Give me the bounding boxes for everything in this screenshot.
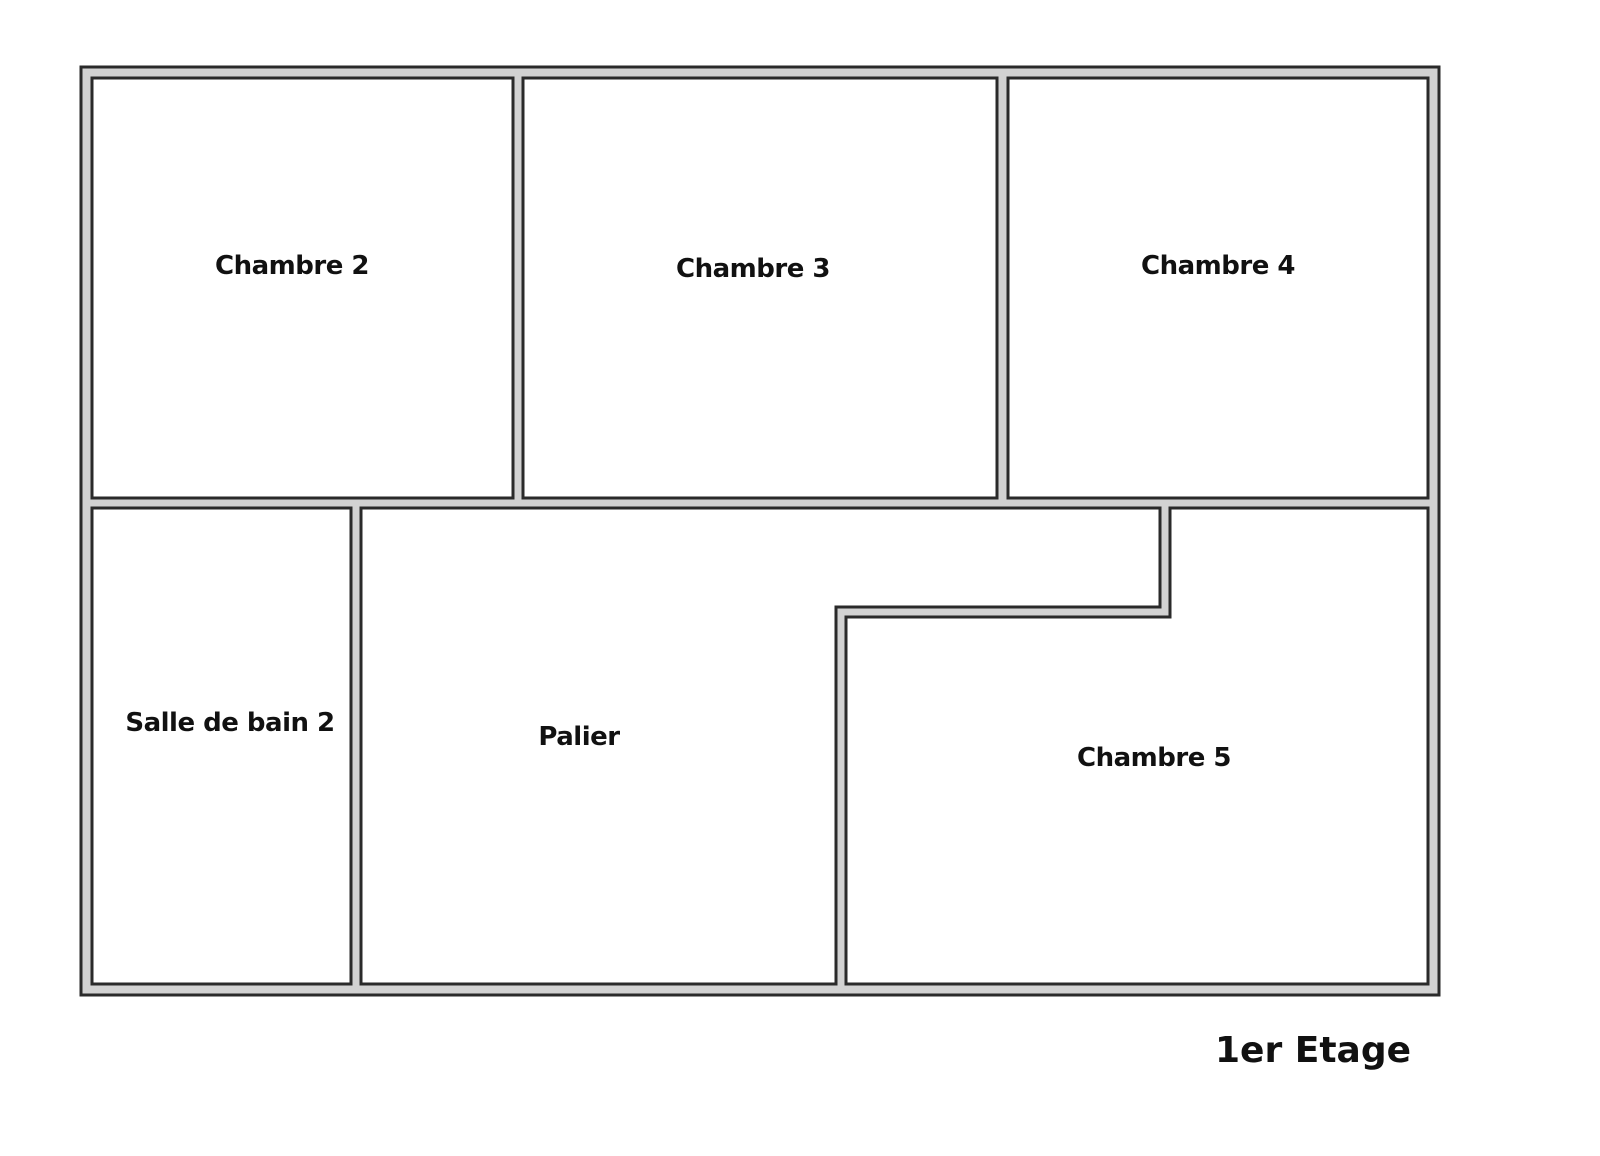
room-label: Salle de bain 2	[125, 708, 335, 738]
room-chambre-2	[90, 76, 515, 500]
room-chambre-4	[1006, 76, 1430, 500]
room-label: Chambre 4	[1141, 251, 1295, 281]
room-chambre-3	[521, 76, 999, 500]
room-label: Chambre 3	[676, 254, 830, 284]
room-label: Chambre 2	[215, 251, 369, 281]
room-palier	[359, 506, 1162, 986]
room-label: Chambre 5	[1077, 743, 1231, 773]
room-chambre-5	[844, 506, 1430, 986]
room-salle-de-bain-2	[90, 506, 353, 986]
floor-label: 1er Etage	[1215, 1030, 1412, 1071]
room-label: Palier	[538, 722, 620, 752]
